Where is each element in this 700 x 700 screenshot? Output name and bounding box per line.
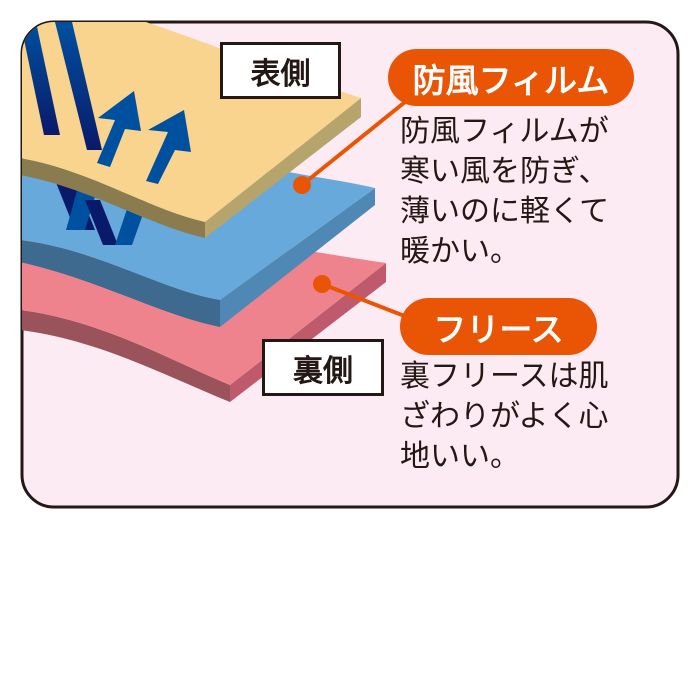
- film-description-line: 寒い風を防ぎ、: [400, 154, 609, 189]
- film-description: 防風フィルムが 寒い風を防ぎ、 薄いのに軽くて 暖かい。: [400, 112, 609, 272]
- fleece-description-line: ざわりがよく心: [400, 399, 609, 434]
- wind-arrow-up-icon: [97, 91, 141, 167]
- film-description-line: 暖かい。: [400, 234, 520, 269]
- film-description-line: 薄いのに軽くて: [400, 194, 610, 229]
- fleece-title-badge: フリース: [400, 298, 597, 355]
- outer-side-label: 表側: [220, 42, 341, 99]
- wind-arrow-down-icon: [55, 22, 102, 150]
- inner-side-label: 裏側: [262, 339, 384, 396]
- fleece-description: 裏フリースは肌 ざわりがよく心 地いい。: [400, 357, 609, 477]
- wind-arrow-down-icon: [22, 22, 60, 135]
- fleece-marker-dot: [313, 275, 331, 293]
- film-marker-dot: [293, 176, 311, 194]
- fleece-description-line: 裏フリースは肌: [400, 359, 609, 394]
- film-leader-line: [300, 96, 412, 187]
- wind-arrow-down-icon: [85, 200, 118, 245]
- wind-arrow-up-icon: [146, 110, 191, 184]
- film-title-badge: 防風フィルム: [388, 49, 634, 106]
- film-description-line: 防風フィルムが: [400, 114, 609, 149]
- fleece-description-line: 地いい。: [400, 439, 520, 474]
